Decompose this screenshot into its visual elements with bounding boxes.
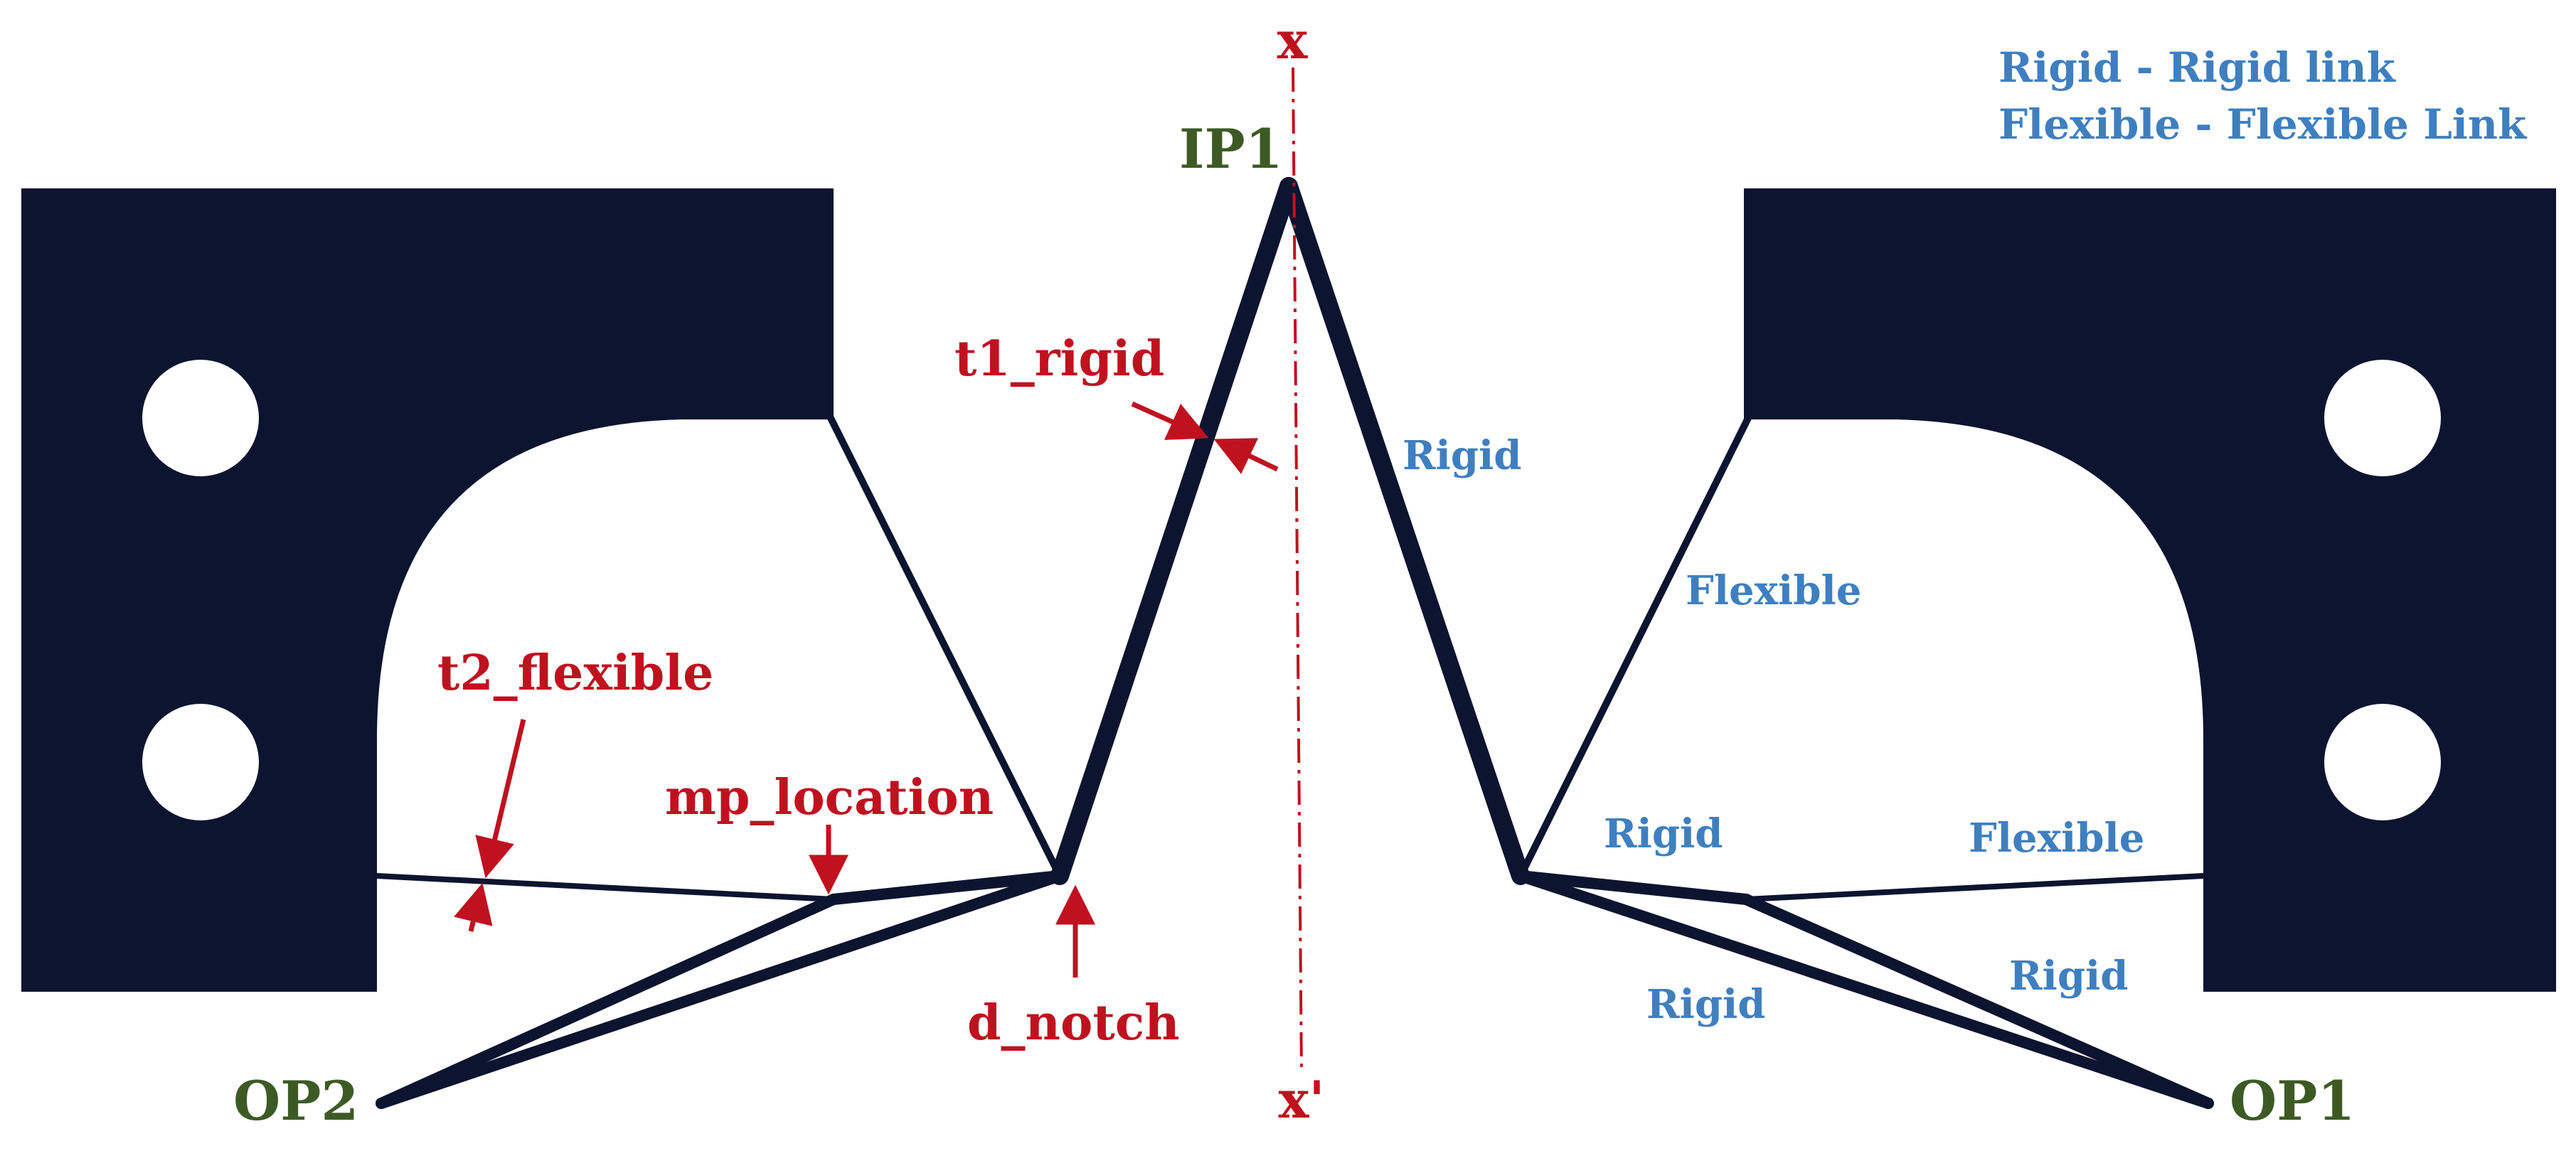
t2-flexible-label: t2_flexible [437,645,713,702]
right-output-rigid-link-lower [1515,870,2214,1109]
output-left-point-label: OP2 [233,1069,358,1133]
left-mount-hole-upper [142,360,259,476]
left-output-rigid-link-upper [376,894,839,1109]
right-rigid-input-link [1279,177,1530,885]
legend-line-rigid: Rigid - Rigid link [1998,43,2397,92]
right-mount-hole-lower [2324,704,2441,820]
t2-arrow-top [475,719,526,879]
input-point-label: IP1 [1179,117,1283,181]
left-short-rigid-link [828,870,1065,905]
link-label-rigid-mid-right: Rigid [1604,810,1723,857]
left-rigid-input-link [1050,177,1298,885]
link-label-rigid-lower-left: Rigid [1646,981,1765,1028]
right-horizontal-flexible-link [1743,873,2206,902]
d-notch-label: d_notch [967,995,1180,1051]
right-short-rigid-link [1515,870,1752,905]
t1-rigid-label: t1_rigid [954,331,1164,387]
right-output-rigid-link-upper [1740,894,2214,1109]
mp-location-label: mp_location [665,769,994,826]
right-ground-block [1744,188,2556,992]
link-label-flexible-diagonal-right: Flexible [1686,567,1861,614]
left-mount-hole-lower [142,704,259,820]
t1-arrow-left [1131,401,1209,440]
right-diagonal-flexible-link [1517,414,1752,879]
t1-arrow-right [1213,438,1279,474]
t2-arrow-bottom [454,882,493,932]
link-label-rigid-upper-right: Rigid [1403,432,1521,479]
legend-line-flexible: Flexible - Flexible Link [1998,100,2528,149]
axis-bottom-label: x' [1279,1069,1325,1130]
output-right-point-label: OP1 [2230,1069,2355,1133]
left-output-rigid-link-lower [376,870,1065,1109]
right-mount-hole-upper [2324,360,2441,476]
left-diagonal-flexible-link [827,414,1063,879]
axis-top-label: x [1277,10,1309,70]
left-horizontal-flexible-link [374,873,836,902]
left-ground-block [21,188,834,992]
link-label-rigid-lower-right: Rigid [2009,953,2128,1000]
link-label-flexible-horizontal-right: Flexible [1969,815,2144,862]
